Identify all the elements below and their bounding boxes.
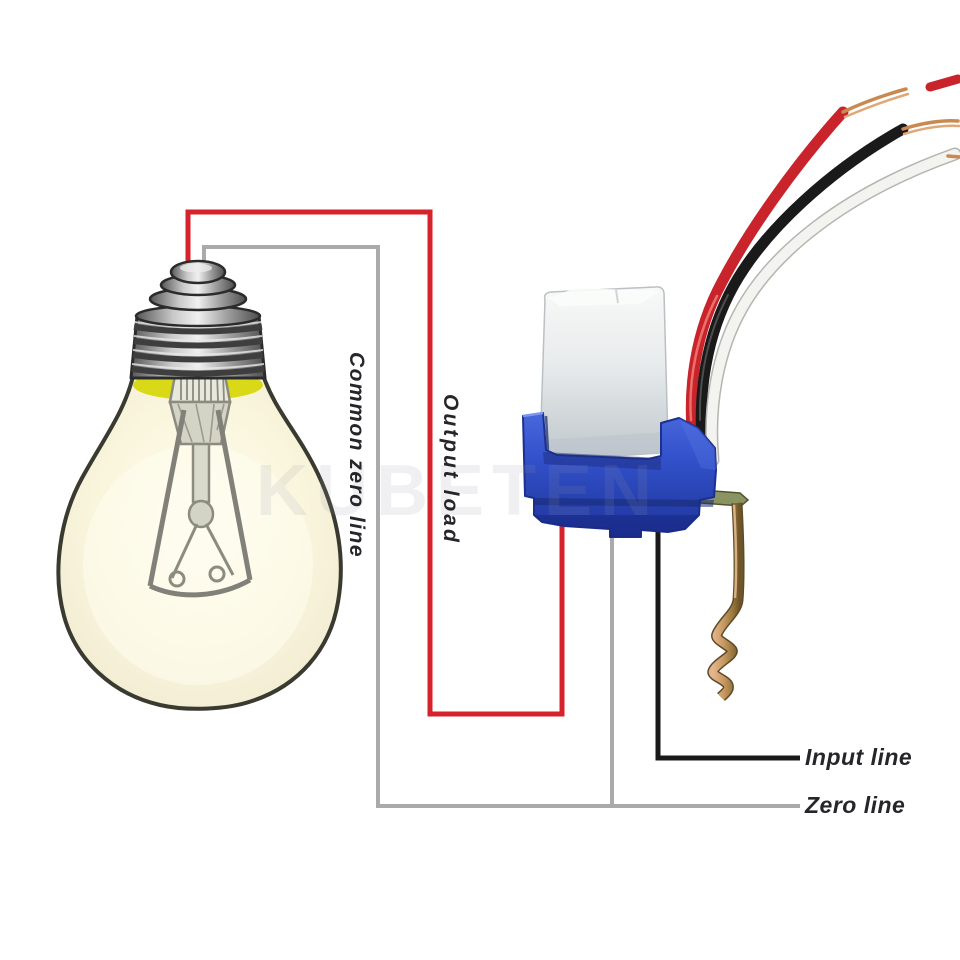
red-wire	[685, 74, 960, 454]
output-load-label: Output load	[439, 394, 462, 545]
input-line-wire-trace	[655, 526, 800, 761]
zero-line-wire-trace	[202, 245, 800, 808]
switch-base	[522, 411, 717, 538]
sensor-head	[539, 286, 669, 461]
bulb-filament	[147, 368, 253, 598]
lead-wires	[685, 74, 960, 467]
common-zero-line-label: Common zero line	[345, 352, 368, 559]
bulb-socket	[129, 259, 267, 380]
output-load-wire-trace	[185, 209, 565, 717]
zero-line-label: Zero line	[805, 792, 906, 818]
light-bulb-illustration	[56, 259, 343, 711]
white-wire	[705, 147, 960, 467]
black-wire	[695, 119, 960, 460]
photocell-switch-illustration	[522, 74, 960, 701]
input-line-label: Input line	[805, 744, 913, 770]
